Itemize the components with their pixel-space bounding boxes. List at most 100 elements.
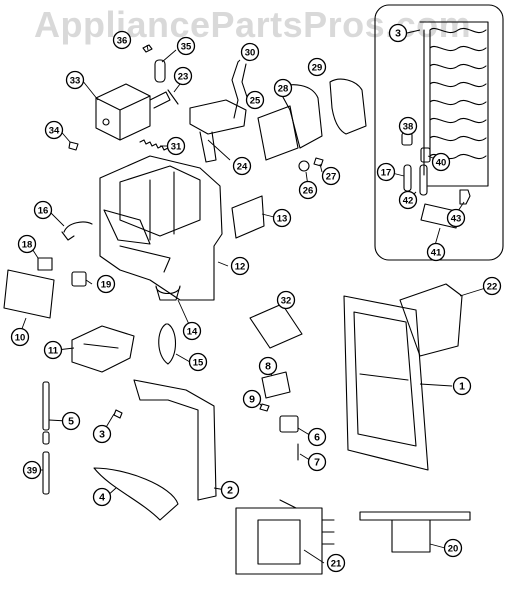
callout-number: 20 — [448, 544, 459, 555]
housing-12-part — [99, 155, 223, 301]
callout-circle — [431, 152, 451, 172]
callout-number: 3 — [99, 429, 105, 441]
callout-20: 20 — [443, 538, 463, 558]
callout-number: 4 — [99, 492, 105, 504]
callout-number: 25 — [250, 96, 261, 107]
callout-number: 23 — [178, 72, 189, 83]
callout-number: 27 — [326, 172, 337, 183]
callout-7: 7 — [307, 452, 327, 472]
callout-number: 35 — [181, 42, 192, 53]
tube-17-part — [403, 164, 412, 192]
callout-circle — [44, 120, 64, 140]
connector-40-part — [420, 147, 431, 163]
clip-18-part — [37, 257, 53, 271]
callout-2: 2 — [220, 480, 240, 500]
callout-39: 39 — [22, 460, 42, 480]
callout-4: 4 — [92, 487, 112, 507]
screw-3-part — [113, 409, 123, 419]
callout-number: 41 — [431, 248, 442, 259]
grille-4-part — [93, 467, 179, 521]
callout-circle — [298, 180, 318, 200]
solenoid-33-part — [95, 83, 171, 141]
pin-23-part — [167, 89, 179, 105]
callout-circle — [276, 290, 296, 310]
callout-13: 13 — [272, 208, 292, 228]
callout-number: 15 — [193, 358, 204, 369]
bracket-35-part — [154, 59, 166, 83]
callout-15: 15 — [188, 352, 208, 372]
callout-circle — [166, 136, 186, 156]
heater-pad-21-part — [235, 499, 335, 575]
callout-35: 35 — [176, 36, 196, 56]
callout-circle — [307, 452, 327, 472]
callout-22: 22 — [482, 276, 502, 296]
spring-31-part — [139, 139, 169, 151]
callout-circle — [307, 57, 327, 77]
callout-38: 38 — [398, 116, 418, 136]
callout-circle — [61, 411, 81, 431]
callout-25: 25 — [245, 90, 265, 110]
callout-number: 33 — [70, 76, 81, 87]
callout-number: 12 — [235, 262, 246, 273]
heater-20-part — [359, 511, 471, 553]
callout-number: 11 — [48, 346, 59, 357]
callout-number: 17 — [381, 168, 392, 179]
callout-11: 11 — [43, 340, 63, 360]
callout-28: 28 — [273, 78, 293, 98]
callout-circle — [182, 321, 202, 341]
callout-circle — [240, 42, 260, 62]
callout-number: 5 — [68, 416, 74, 428]
callout-number: 6 — [314, 432, 320, 444]
callout-circle — [96, 274, 116, 294]
actuator-24-part — [189, 99, 247, 163]
callout-circle — [388, 23, 408, 43]
callout-number: 40 — [436, 158, 447, 169]
wire-30-part — [231, 61, 249, 119]
callout-circle — [10, 327, 30, 347]
callout-circle — [482, 276, 502, 296]
callout-circle — [426, 242, 446, 262]
knob-26-part — [298, 160, 310, 172]
callout-circle — [92, 424, 112, 444]
callout-24: 24 — [232, 156, 252, 176]
callout-number: 28 — [278, 84, 289, 95]
callout-number: 38 — [403, 122, 414, 133]
callout-41: 41 — [426, 242, 446, 262]
callout-19: 19 — [96, 274, 116, 294]
block-6-part — [279, 415, 299, 433]
callout-6: 6 — [307, 427, 327, 447]
callout-number: 16 — [38, 206, 49, 217]
callout-number: 9 — [249, 394, 255, 406]
callout-number: 2 — [227, 485, 233, 497]
callout-1: 1 — [452, 376, 472, 396]
screw-34-part — [68, 141, 79, 151]
callout-17: 17 — [376, 162, 396, 182]
callout-circle — [188, 352, 208, 372]
socket-14-part — [155, 285, 181, 301]
block-19-part — [71, 271, 87, 287]
callout-number: 32 — [281, 296, 292, 307]
panel-32-part — [249, 303, 303, 349]
callout-number: 24 — [237, 162, 248, 173]
callout-16: 16 — [33, 200, 53, 220]
callout-27: 27 — [321, 166, 341, 186]
callout-number: 39 — [27, 466, 38, 477]
tube-42-part — [419, 164, 428, 196]
switch-16-part — [61, 221, 93, 241]
callout-number: 18 — [22, 240, 33, 251]
callout-circle — [112, 30, 132, 50]
callout-number: 8 — [265, 361, 271, 373]
door-panel-2-part — [133, 379, 217, 501]
callout-circle — [446, 208, 466, 228]
callout-31: 31 — [166, 136, 186, 156]
callout-number: 30 — [245, 48, 256, 59]
callout-circle — [92, 487, 112, 507]
callout-number: 36 — [117, 36, 128, 47]
clip-43-part — [459, 189, 471, 205]
callout-18: 18 — [17, 234, 37, 254]
callout-circle — [245, 90, 265, 110]
callout-number: 21 — [331, 559, 342, 570]
callout-number: 14 — [187, 327, 198, 338]
callout-34: 34 — [44, 120, 64, 140]
